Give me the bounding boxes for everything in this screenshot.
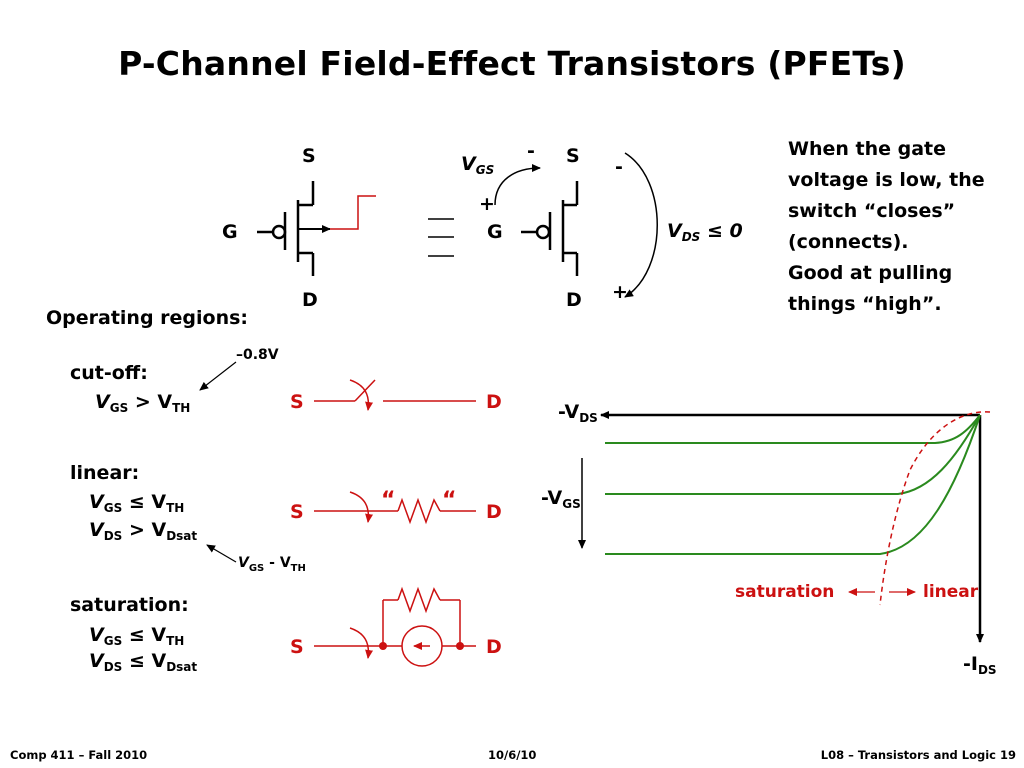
graph-vgs-label: -VGS [541, 487, 581, 511]
vgs-label: VGS [461, 153, 495, 177]
vds-condition: VDS ≤ 0 [667, 220, 743, 244]
linear-region-label: linear [923, 582, 979, 602]
saturation-name: saturation: [70, 594, 189, 616]
saturation-condition-2: VDS ≤ VDsat [89, 650, 198, 674]
note-line: (connects). [788, 231, 909, 253]
source-label-left: S [302, 145, 316, 167]
iv-graph-axes [578, 411, 984, 643]
pfet-symbol-left [257, 181, 331, 276]
note-line: Good at pulling [788, 262, 953, 284]
linear-condition-1: VGS ≤ VTH [89, 491, 185, 515]
note-line: voltage is low, the [788, 169, 985, 191]
gate-label-right: G [487, 221, 503, 243]
footer-lecture: L08 – Transistors and Logic 19 [820, 748, 1016, 762]
vgs-plus-sign: + [479, 193, 495, 215]
note-line: switch “closes” [788, 200, 956, 222]
saturation-condition-1: VGS ≤ VTH [89, 624, 185, 648]
drain-label-right: D [566, 289, 582, 311]
gate-low-step [330, 195, 376, 230]
vth-value: –0.8V [236, 347, 279, 363]
junction-dot-right [456, 642, 464, 650]
vds-plus-sign: + [612, 281, 628, 303]
cutoff-condition: VGS > VTH [95, 391, 191, 415]
saturation-circuit [314, 586, 476, 667]
linear-name: linear: [70, 462, 140, 484]
cutoff-drain-label: D [486, 391, 502, 413]
vth-pointer [199, 361, 237, 391]
cutoff-switch [314, 379, 476, 411]
linear-condition-2: VDS > VDsat [89, 519, 198, 543]
graph-y-axis-label: -IDS [963, 653, 997, 677]
source-label-right: S [566, 145, 580, 167]
footer-date: 10/6/10 [488, 748, 537, 762]
cutoff-name: cut-off: [70, 362, 148, 384]
saturation-drain-label: D [486, 636, 502, 658]
note-line: things “high”. [788, 293, 942, 315]
saturation-boundary [879, 411, 991, 606]
slide-title: P-Channel Field-Effect Transistors (PFET… [118, 44, 906, 83]
drain-label-left: D [302, 289, 318, 311]
gate-label-left: G [222, 221, 238, 243]
resistor-quote-close: “ [442, 488, 457, 513]
saturation-region-label: saturation [735, 582, 835, 602]
vdsat-pointer [206, 544, 237, 563]
pfet-symbol-right [521, 181, 579, 276]
junction-dot-left [379, 642, 387, 650]
vds-minus-sign: - [615, 156, 623, 178]
resistor-quote-open: “ [381, 488, 396, 513]
vgs-minus-vth: VGS - VTH [238, 555, 306, 574]
cutoff-source-label: S [290, 391, 304, 413]
linear-resistor [314, 491, 476, 525]
vgs-minus-sign: - [527, 140, 535, 162]
graph-x-axis-label: -VDS [558, 401, 598, 425]
linear-source-label: S [290, 501, 304, 523]
operating-regions-heading: Operating regions: [46, 307, 249, 329]
footer-course: Comp 411 – Fall 2010 [10, 748, 148, 762]
linear-drain-label: D [486, 501, 502, 523]
vgs-arrow [494, 164, 541, 206]
note-line: When the gate [788, 138, 947, 160]
equivalence-sign [428, 218, 454, 257]
gate-low-note: When the gate voltage is low, the switch… [788, 134, 1003, 320]
vds-arrow [624, 152, 658, 298]
saturation-source-label: S [290, 636, 304, 658]
iv-curves [605, 414, 981, 555]
